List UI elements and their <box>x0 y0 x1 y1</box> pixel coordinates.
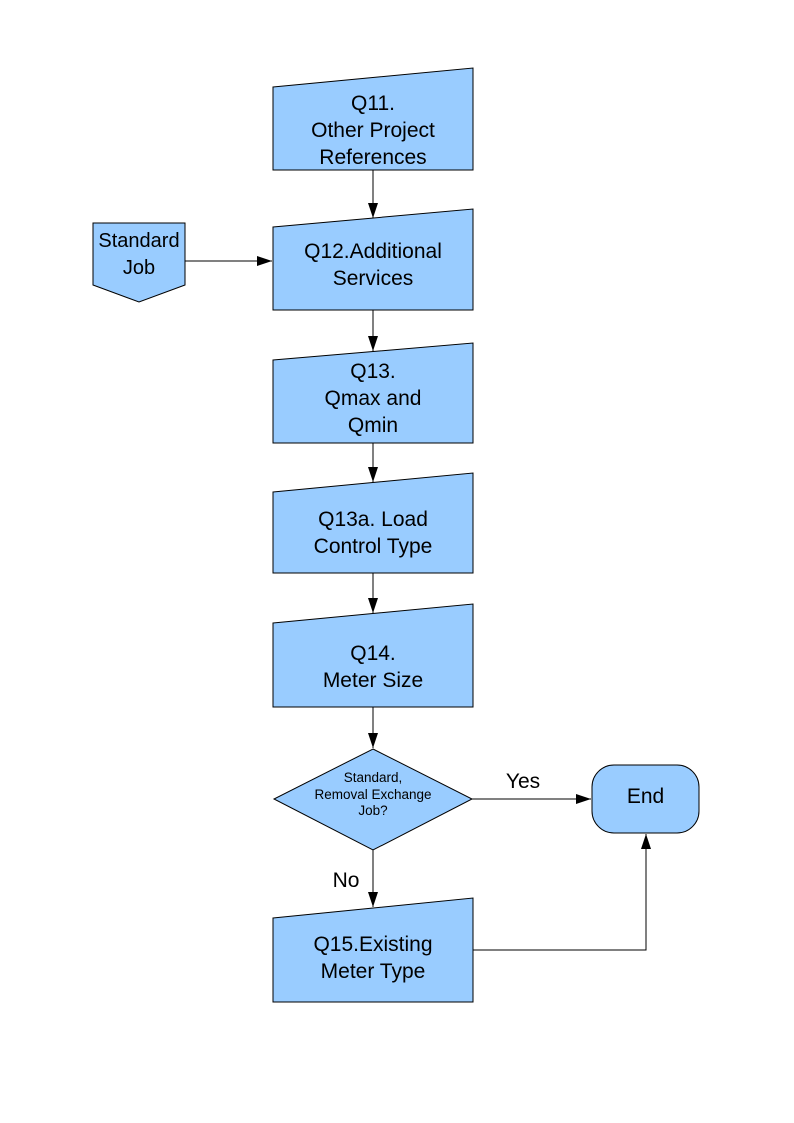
q14-node-shape <box>272 603 474 708</box>
q14-node-label: Q14. Meter Size <box>322 642 424 692</box>
decision-node-shape <box>272 748 474 851</box>
decision-node-label: Standard, Removal Exchange Job? <box>314 770 432 818</box>
q12-node-label: Q12.Additional Services <box>304 240 442 290</box>
q11-node-label: Q11. Other Project References <box>311 92 435 169</box>
q12-node-shape <box>272 208 474 311</box>
edge-q15-to-end <box>473 834 651 951</box>
q11-node-shape <box>272 67 474 171</box>
q15-node-shape <box>272 897 474 1003</box>
standard-job-node-label: Standard Job <box>98 230 180 279</box>
standard-job-node-shape <box>92 222 186 303</box>
no-edge-label: No <box>332 869 360 892</box>
end-node-label: End <box>626 785 665 808</box>
q13a-node-shape <box>272 472 474 574</box>
yes-edge-label: Yes <box>505 770 541 793</box>
end-node-shape <box>591 764 700 834</box>
q15-node-label: Q15.Existing Meter Type <box>313 933 433 983</box>
q13-node-shape <box>272 342 474 444</box>
q13-node-label: Q13. Qmax and Qmin <box>324 360 422 437</box>
q13a-node-label: Q13a. Load Control Type <box>313 508 433 558</box>
